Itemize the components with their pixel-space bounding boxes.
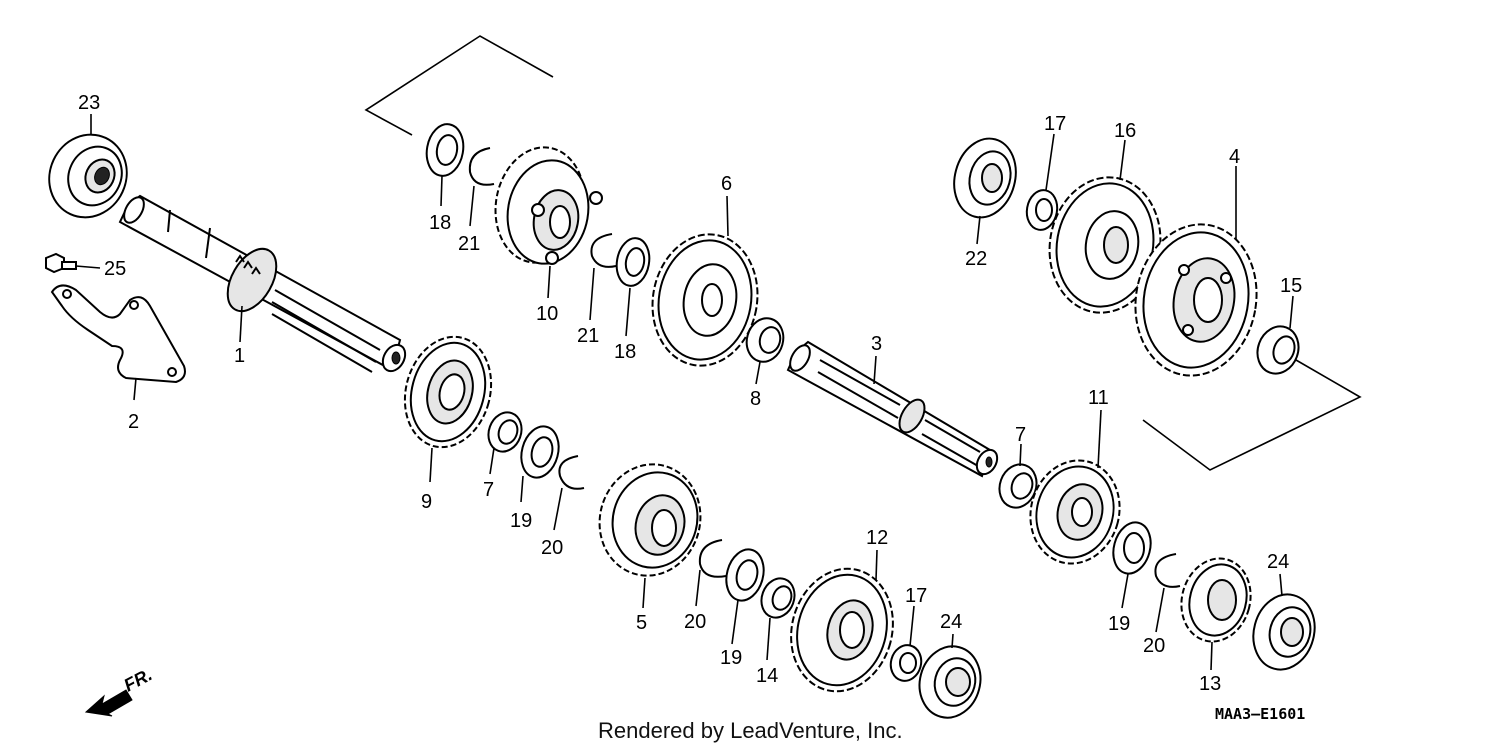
callout-19-left[interactable]: 19 (510, 510, 532, 532)
callout-23[interactable]: 23 (78, 92, 100, 114)
part-14-needle-bearing[interactable] (756, 574, 800, 623)
callout-15[interactable]: 15 (1280, 275, 1302, 297)
part-11-gear[interactable] (1019, 450, 1131, 573)
part-18-washer-lower[interactable] (613, 236, 653, 289)
callout-18-top[interactable]: 18 (429, 212, 451, 234)
part-3-countershaft[interactable] (786, 340, 1001, 478)
part-12-gear[interactable] (778, 557, 907, 703)
part-18-washer-top[interactable] (423, 121, 467, 178)
part-4-gear[interactable] (1124, 215, 1269, 386)
callout-20-middle[interactable]: 20 (684, 611, 706, 633)
callout-19-middle[interactable]: 19 (720, 647, 742, 669)
callout-2[interactable]: 2 (128, 411, 139, 433)
part-15-needle-bearing[interactable] (1251, 321, 1305, 380)
callout-20-right[interactable]: 20 (1143, 635, 1165, 657)
part-6-gear[interactable] (642, 226, 767, 374)
part-2-bracket[interactable] (50, 284, 186, 384)
part-23-bearing[interactable] (36, 122, 140, 230)
callout-24-lower[interactable]: 24 (940, 611, 962, 633)
callout-4[interactable]: 4 (1229, 146, 1240, 168)
part-24-bearing-right[interactable] (1245, 588, 1323, 677)
callout-labels: 23 25 1 2 9 7 19 20 18 21 10 21 18 6 8 3… (78, 92, 1302, 695)
callout-9[interactable]: 9 (421, 491, 432, 513)
group-bracket-right (1142, 359, 1362, 471)
callout-8[interactable]: 8 (750, 388, 761, 410)
part-19-washer-middle[interactable] (721, 545, 769, 605)
part-1-mainshaft[interactable] (118, 194, 410, 375)
credit-text: Rendered by LeadVenture, Inc. (598, 718, 903, 743)
part-10-gear[interactable] (487, 140, 603, 270)
front-direction-marker: FR. (84, 664, 155, 717)
callout-21-top[interactable]: 21 (458, 233, 480, 255)
part-20-circlip-left[interactable] (558, 455, 585, 490)
part-16-gear[interactable] (1039, 168, 1171, 321)
part-7-bushing-left[interactable] (483, 408, 527, 457)
callout-3[interactable]: 3 (871, 333, 882, 355)
part-19-washer-right[interactable] (1108, 518, 1156, 578)
front-arrow-icon (84, 689, 133, 717)
part-17-washer-lower[interactable] (887, 642, 925, 685)
part-5-gear[interactable] (587, 453, 713, 587)
callout-22[interactable]: 22 (965, 248, 987, 270)
callout-20-left[interactable]: 20 (541, 537, 563, 559)
callout-17-upper[interactable]: 17 (1044, 113, 1066, 135)
part-21-circlip-top[interactable] (468, 147, 495, 186)
callout-12[interactable]: 12 (866, 527, 888, 549)
callout-10[interactable]: 10 (536, 303, 558, 325)
part-20-circlip-right[interactable] (1154, 553, 1181, 588)
callout-19-right[interactable]: 19 (1108, 613, 1130, 635)
part-22-bearing[interactable] (946, 132, 1025, 225)
callout-16[interactable]: 16 (1114, 120, 1136, 142)
part-19-washer-left[interactable] (516, 422, 564, 482)
part-8-bushing[interactable] (742, 314, 788, 366)
callout-7-left[interactable]: 7 (483, 479, 494, 501)
part-24-bearing-lower[interactable] (912, 639, 989, 724)
part-7-bushing-right[interactable] (994, 459, 1043, 513)
callout-14[interactable]: 14 (756, 665, 778, 687)
callout-17-lower[interactable]: 17 (905, 585, 927, 607)
group-bracket-top (364, 35, 554, 136)
callout-1[interactable]: 1 (234, 345, 245, 367)
part-25-bolt[interactable] (45, 252, 77, 274)
callout-18-lower[interactable]: 18 (614, 341, 636, 363)
callout-21-lower[interactable]: 21 (577, 325, 599, 347)
callout-13[interactable]: 13 (1199, 673, 1221, 695)
part-9-gear[interactable] (393, 327, 503, 457)
callout-7-right[interactable]: 7 (1015, 424, 1026, 446)
part-17-washer-upper[interactable] (1024, 188, 1060, 233)
callout-25[interactable]: 25 (104, 258, 126, 280)
part-13-gear[interactable] (1172, 551, 1259, 650)
callout-24-right[interactable]: 24 (1267, 551, 1289, 573)
part-20-circlip-middle[interactable] (698, 539, 727, 578)
diagram-code: MAA3—E1601 (1215, 705, 1305, 723)
callout-5[interactable]: 5 (636, 612, 647, 634)
part-21-circlip-lower[interactable] (590, 233, 617, 268)
callout-6[interactable]: 6 (721, 173, 732, 195)
leader-lines (75, 114, 1294, 671)
callout-11[interactable]: 11 (1088, 387, 1109, 409)
